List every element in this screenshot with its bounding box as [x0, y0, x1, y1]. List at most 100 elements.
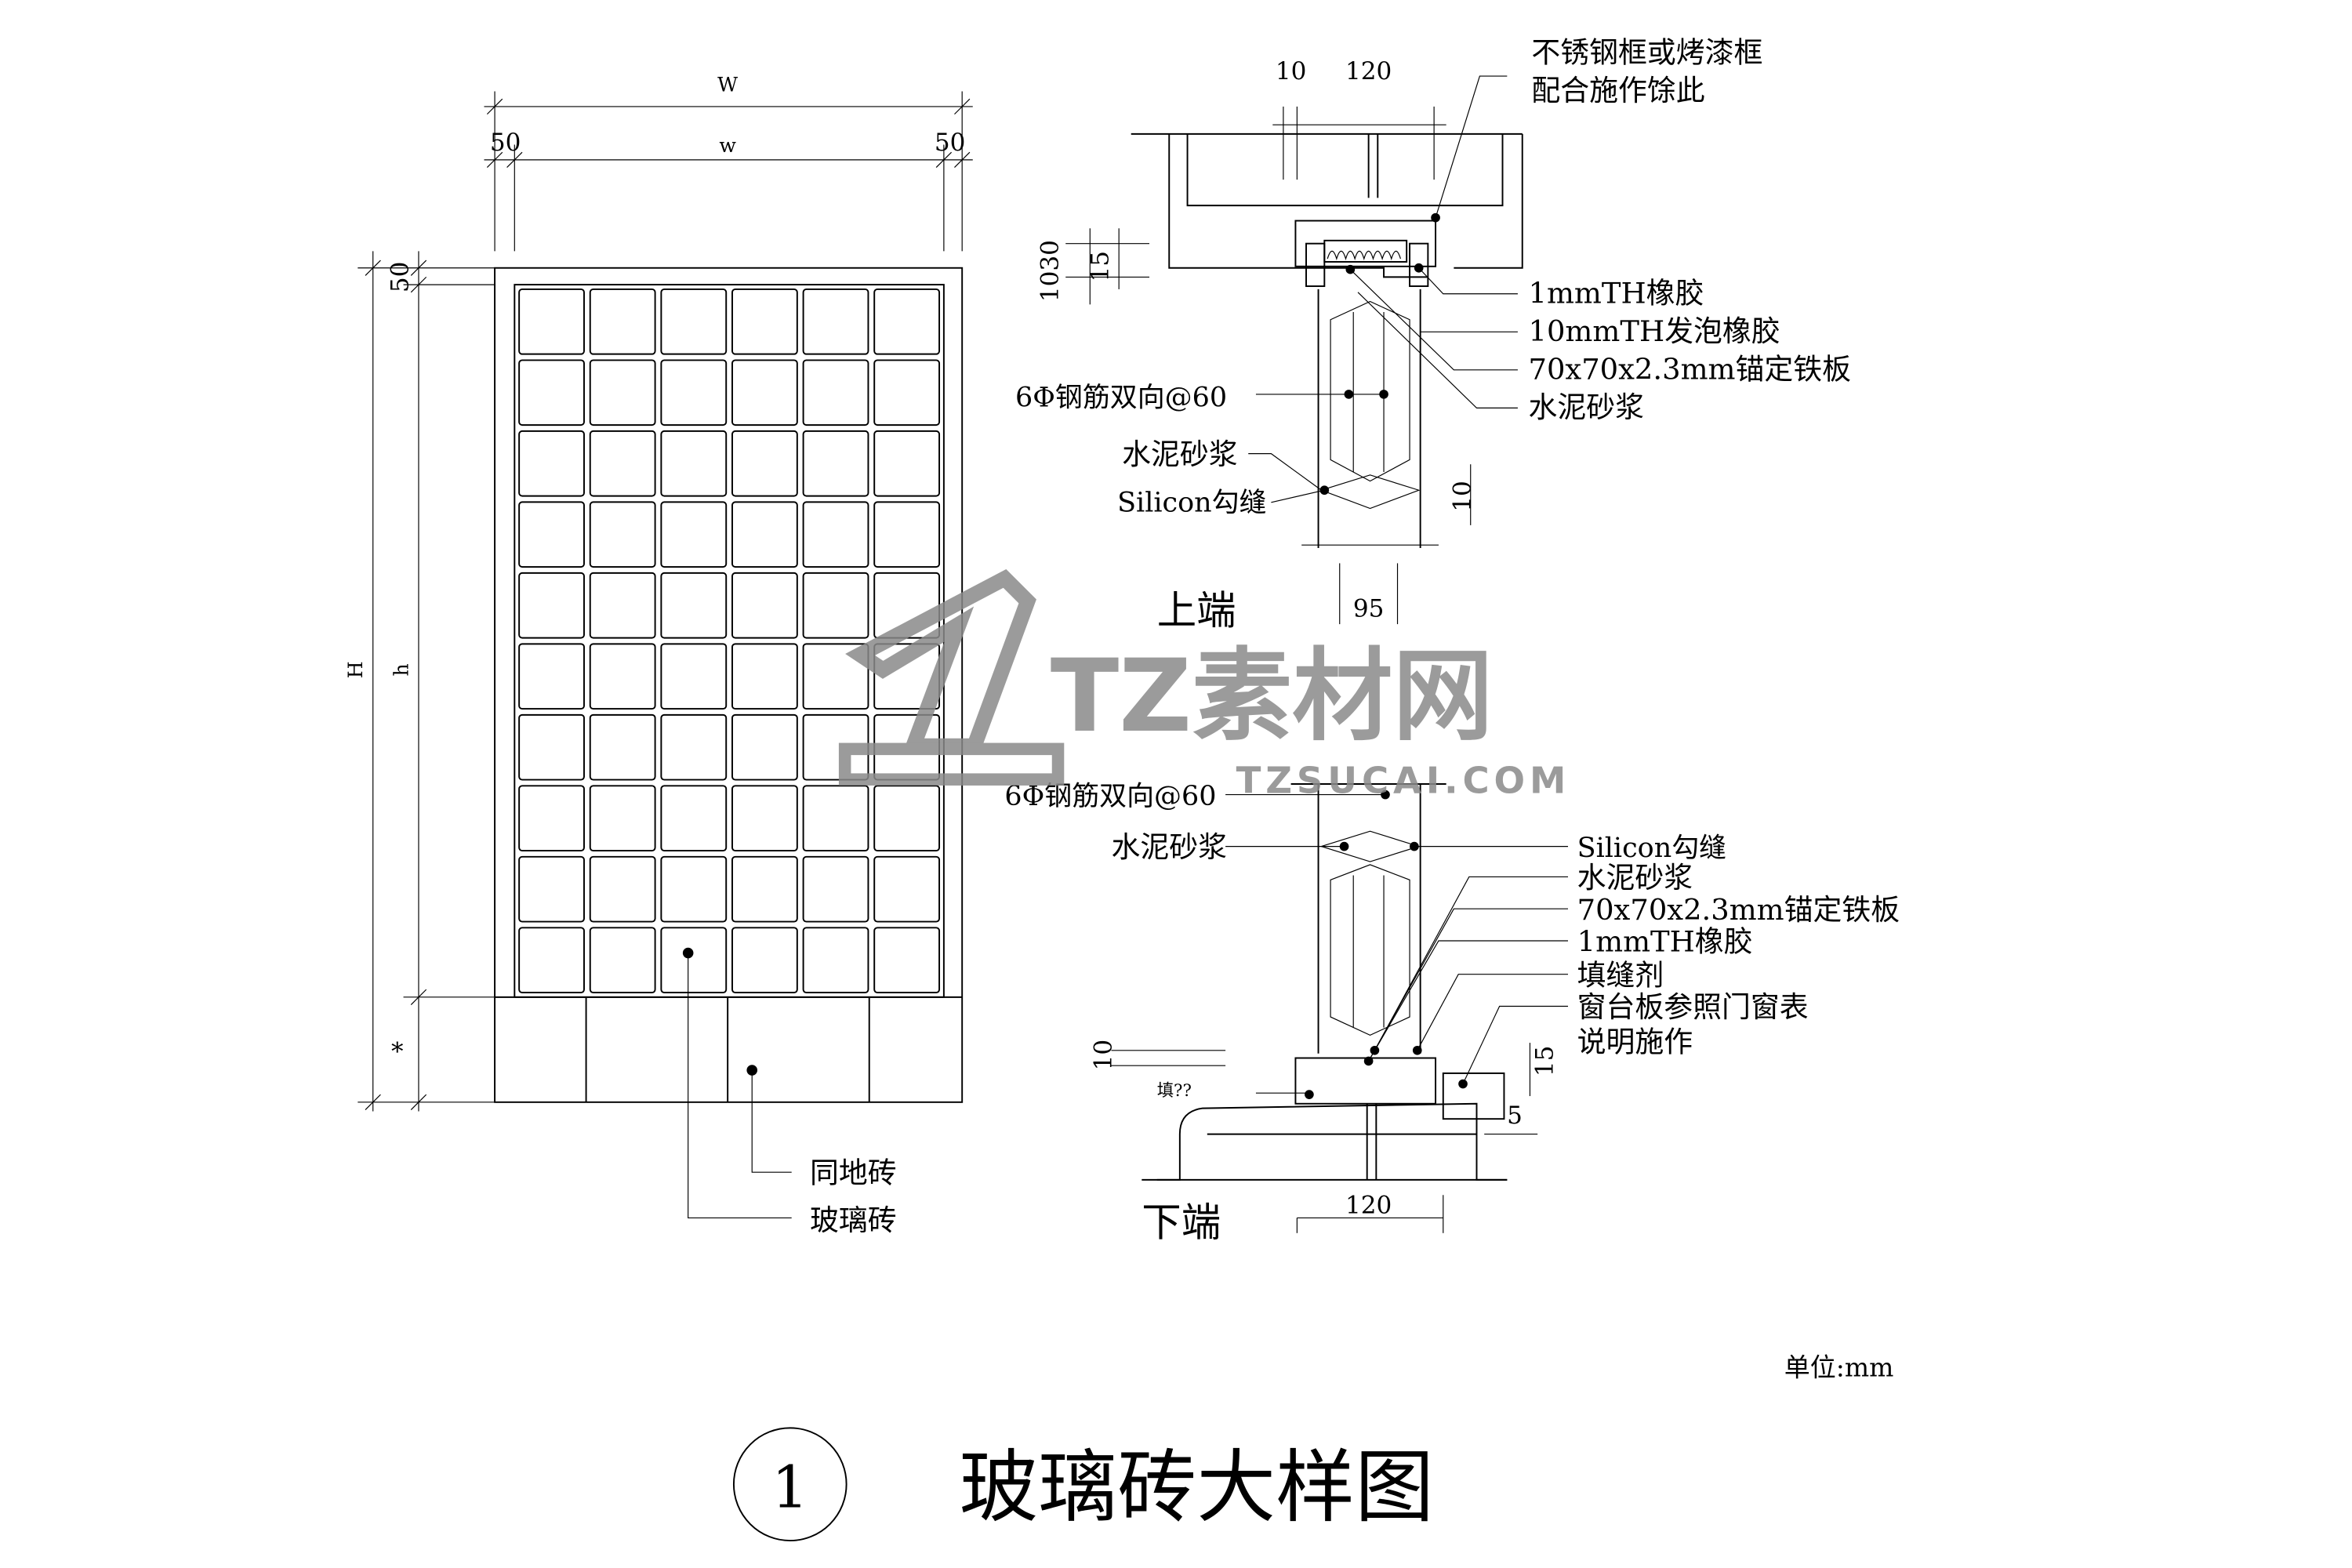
label-fill: 填??: [1157, 1081, 1192, 1101]
glass-block: [518, 359, 585, 426]
glass-block: [731, 572, 798, 639]
glass-block: [873, 855, 941, 923]
dim-95: 95: [1353, 594, 1385, 622]
dim-120: 120: [1345, 57, 1392, 85]
glass-block: [731, 927, 798, 993]
glass-block: [660, 288, 728, 355]
glass-block: [589, 430, 656, 497]
glass-block: [731, 855, 798, 923]
dim-right-50: 50: [935, 129, 966, 157]
drawing-title: 玻璃砖大样图: [959, 1441, 1434, 1534]
glass-block: [589, 359, 656, 426]
glass-block: [589, 855, 656, 923]
dim-10-joint: 10: [1449, 481, 1477, 512]
watermark-name: TZ素材网: [1051, 638, 1494, 755]
glass-block: [873, 359, 941, 426]
label-rubber-1mm: 1mmTH橡胶: [1577, 925, 1753, 959]
glass-block-grid: [518, 288, 941, 993]
label-sill-line1: 窗台板参照门窗表: [1577, 990, 1809, 1024]
label-rebar: 6Φ钢筋双向@60: [1004, 781, 1216, 812]
dim-10: 10: [1089, 1040, 1117, 1071]
top-section-detail: 10 120 1030 15 10 95 不锈钢框或烤漆框 配合施作馀此 1mm…: [1015, 36, 1851, 634]
glass-block: [660, 430, 728, 497]
glass-block: [660, 785, 728, 852]
label-foam-10mm: 10mmTH发泡橡胶: [1529, 314, 1780, 348]
label-mortar-left: 水泥砂浆: [1112, 830, 1228, 864]
dim-W: W: [717, 74, 738, 96]
glass-block: [873, 927, 941, 993]
outer-frame: [494, 267, 964, 1103]
glass-block: [589, 927, 656, 993]
glass-block: [731, 643, 798, 710]
steel-frame: [1294, 220, 1437, 267]
glass-block: [589, 643, 656, 710]
glass-block: [518, 855, 585, 923]
label-rebar: 6Φ钢筋双向@60: [1015, 382, 1227, 413]
label-frame-line1: 不锈钢框或烤漆框: [1531, 36, 1762, 70]
label-mortar: 水泥砂浆: [1577, 861, 1693, 895]
glass-block: [589, 572, 656, 639]
glass-block: [802, 855, 869, 923]
dim-15: 15: [1087, 251, 1115, 282]
glass-block: [802, 785, 869, 852]
label-filler: 填缝剂: [1577, 958, 1664, 992]
label-frame-line2: 配合施作馀此: [1531, 74, 1704, 107]
glass-block: [873, 430, 941, 497]
glass-block: [802, 430, 869, 497]
glass-block: [731, 501, 798, 568]
label-sill-line2: 说明施作: [1577, 1025, 1693, 1059]
label-silicon: Silicon勾缝: [1577, 833, 1726, 864]
glass-block: [802, 288, 869, 355]
drawing-number-circle: [732, 1427, 848, 1542]
dimension-top: W w 50 50: [484, 74, 973, 252]
label-rubber-1mm: 1mmTH橡胶: [1529, 276, 1704, 310]
glass-block-section: [1330, 864, 1410, 1036]
glass-block: [873, 501, 941, 568]
glass-block: [731, 430, 798, 497]
glass-block: [660, 501, 728, 568]
glass-block-section: [1330, 300, 1410, 482]
window-sill-board: [1442, 1072, 1505, 1120]
label-silicon: Silicon勾缝: [1117, 487, 1266, 518]
drawing-number: 1: [771, 1454, 808, 1521]
label-floor-tile: 同地砖: [810, 1156, 897, 1190]
glass-block: [589, 288, 656, 355]
dim-120: 120: [1345, 1192, 1392, 1220]
watermark-url: TZSUCAI.COM: [1236, 760, 1571, 802]
glass-block: [589, 713, 656, 781]
glass-block: [873, 785, 941, 852]
glass-block: [660, 643, 728, 710]
glass-block: [518, 501, 585, 568]
label-glass-block: 玻璃砖: [810, 1203, 897, 1237]
glass-block: [802, 572, 869, 639]
dim-left-50: 50: [490, 129, 521, 157]
dim-5: 5: [1507, 1102, 1523, 1130]
glass-block-elevation: W w 50 50 H h 50 * 同地砖 玻璃砖: [344, 74, 973, 1237]
glass-block: [731, 288, 798, 355]
steel-frame: [1294, 1057, 1437, 1105]
glass-block: [802, 643, 869, 710]
dim-w: w: [719, 134, 736, 157]
dim-top-50: 50: [386, 262, 414, 293]
dim-H: H: [344, 661, 367, 678]
glass-block: [873, 288, 941, 355]
dim-10: 10: [1276, 57, 1307, 85]
glass-block: [660, 855, 728, 923]
glass-block: [518, 643, 585, 710]
label-mortar: 水泥砂浆: [1529, 390, 1645, 424]
section-title-top: 上端: [1157, 587, 1236, 633]
glass-block: [518, 927, 585, 993]
glass-block: [518, 785, 585, 852]
label-mortar-left: 水泥砂浆: [1122, 437, 1238, 471]
glass-block: [518, 288, 585, 355]
glass-block: [589, 501, 656, 568]
glass-block: [802, 927, 869, 993]
dim-h: h: [390, 663, 412, 676]
dim-15: 15: [1531, 1046, 1559, 1077]
bottom-section-detail: 10 15 5 120 填?? 6Φ钢筋双向@60 水泥砂浆 Silicon勾缝…: [1004, 781, 1900, 1246]
label-anchor-plate: 70x70x2.3mm锚定铁板: [1577, 893, 1900, 927]
unit-label: 单位:mm: [1784, 1352, 1894, 1382]
glass-block: [660, 572, 728, 639]
glass-block: [731, 359, 798, 426]
